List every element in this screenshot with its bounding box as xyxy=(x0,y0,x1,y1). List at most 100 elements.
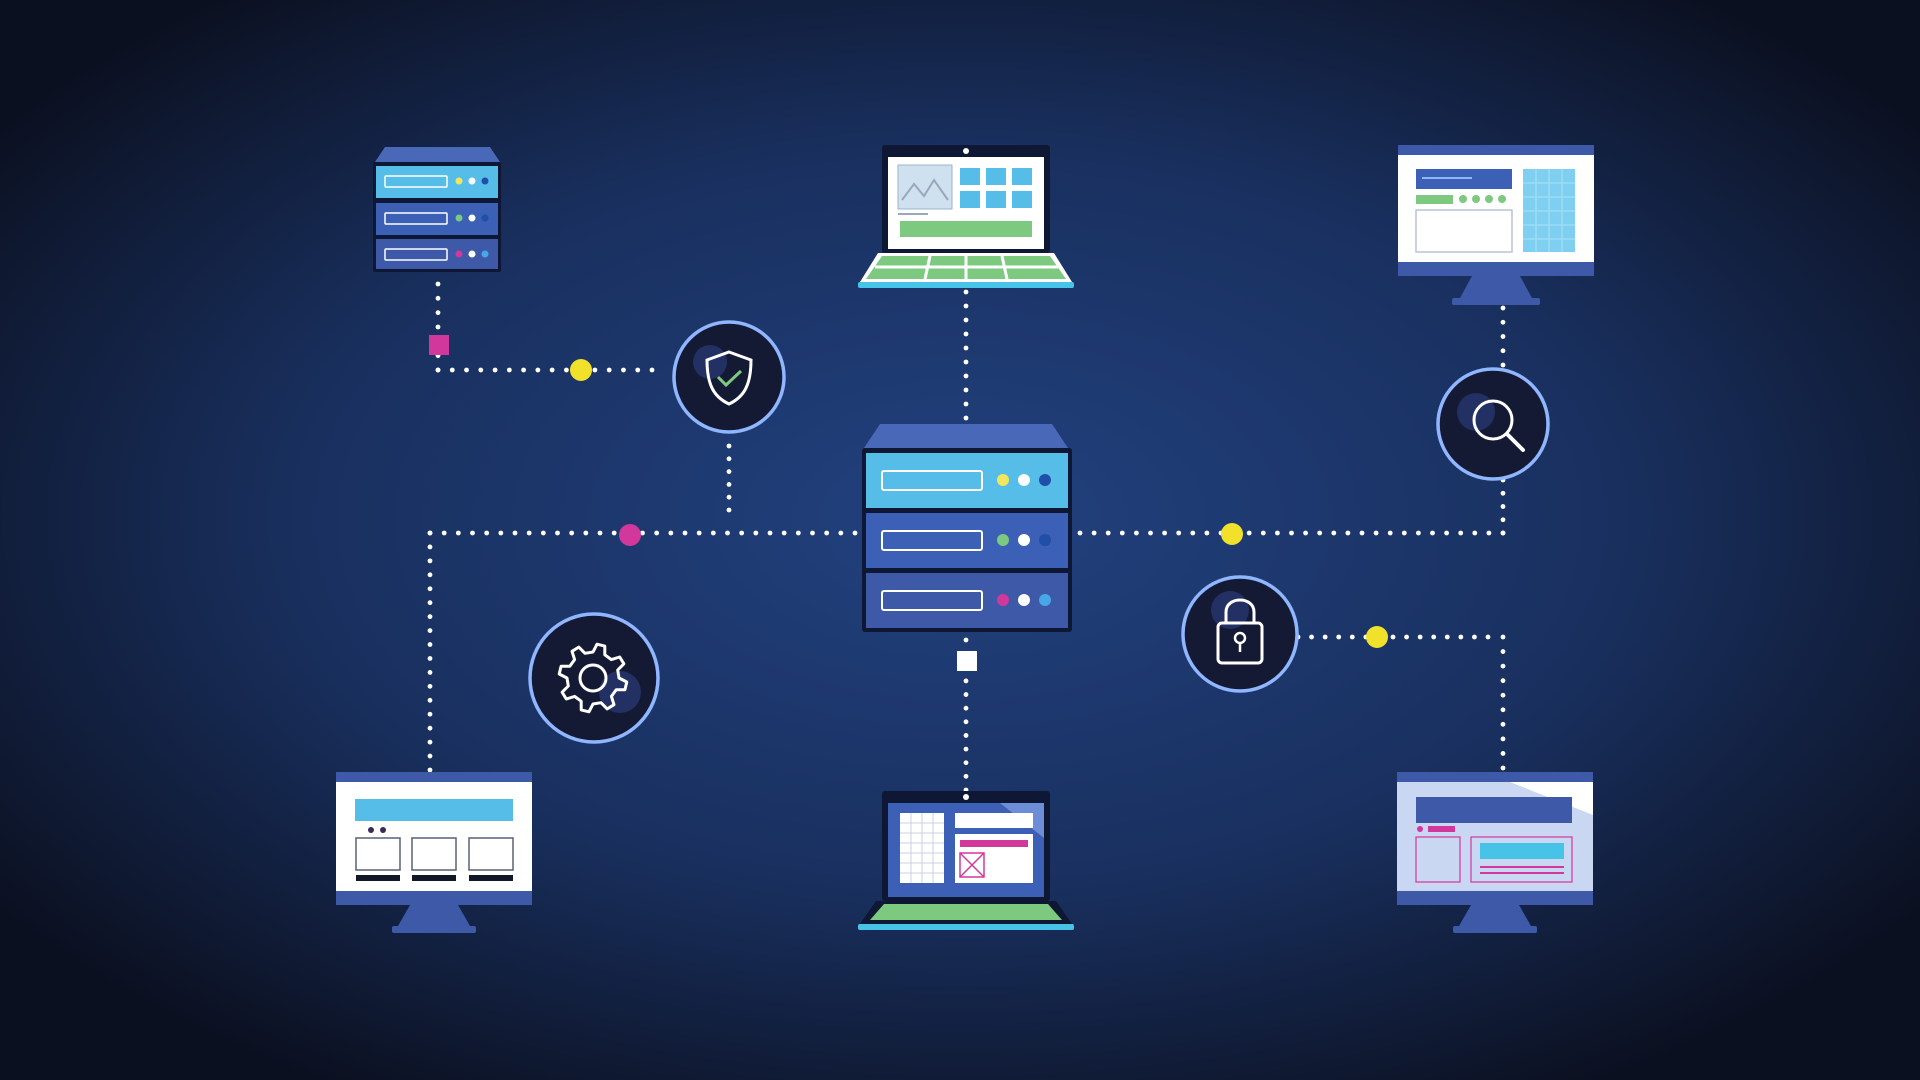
keyboard-line xyxy=(923,255,932,280)
camera-dot xyxy=(963,794,969,800)
led-icon xyxy=(1039,474,1051,486)
connector-dot xyxy=(1500,721,1506,727)
badge-highlight xyxy=(693,345,727,379)
connector-dot xyxy=(710,530,716,536)
connector-dot xyxy=(795,530,801,536)
connector-dot xyxy=(1486,530,1492,536)
server-slot xyxy=(881,470,983,491)
connector-dot xyxy=(427,600,433,606)
connector-dot xyxy=(435,281,441,287)
top-laptop xyxy=(858,145,1074,288)
progress-bar xyxy=(900,221,1032,237)
monitor-stand xyxy=(392,926,476,933)
tile xyxy=(1012,191,1032,208)
connector-dot xyxy=(1331,530,1337,536)
connector-dot xyxy=(427,683,433,689)
connector-dot xyxy=(753,530,759,536)
dot-icon xyxy=(368,827,374,833)
connector-dot xyxy=(506,367,512,373)
connector-dot xyxy=(963,401,969,407)
shield-check-icon xyxy=(705,350,753,406)
connector-dot xyxy=(963,303,969,309)
connector-dot xyxy=(540,530,546,536)
connector-dot xyxy=(427,544,433,550)
connector-dot xyxy=(569,530,575,536)
led-icon xyxy=(481,214,489,222)
connector-dot xyxy=(726,469,732,474)
server-top xyxy=(864,424,1068,448)
connector-dot xyxy=(1416,530,1421,536)
card xyxy=(468,837,514,871)
connector-dot xyxy=(1500,305,1506,311)
badge-circle xyxy=(1436,367,1550,481)
connector-dot xyxy=(963,692,969,697)
connector-dot xyxy=(852,530,858,536)
connector-dot xyxy=(1119,530,1125,536)
magenta-tag xyxy=(1428,826,1455,832)
tile xyxy=(986,168,1006,185)
connector-dot xyxy=(427,739,433,745)
connector-dot xyxy=(1472,634,1477,640)
connector-dot xyxy=(1275,530,1280,536)
connector-dot xyxy=(963,373,969,379)
server-slot xyxy=(881,590,983,611)
shield-check-badge xyxy=(672,320,786,434)
connector-dot xyxy=(1387,530,1393,536)
connector-dot xyxy=(1303,530,1308,536)
badge-circle xyxy=(528,612,660,744)
connector-dot xyxy=(564,367,569,373)
keyboard-line xyxy=(1000,255,1009,280)
led-icon xyxy=(468,214,476,222)
content-box xyxy=(1415,209,1513,253)
connector-dot xyxy=(427,753,433,759)
connector-dot xyxy=(592,367,598,373)
server-row xyxy=(866,573,1068,628)
connector-dot xyxy=(427,711,433,717)
connector-dot xyxy=(1309,634,1314,640)
connector-dot xyxy=(1289,530,1294,536)
text-line xyxy=(1480,866,1564,868)
led-icon xyxy=(468,177,476,185)
keyboard-green xyxy=(870,904,1062,920)
green-tag xyxy=(1416,195,1453,204)
led-icon xyxy=(1018,474,1030,486)
connector-dot xyxy=(441,530,447,536)
connector-dot xyxy=(739,530,745,536)
connector-dot xyxy=(427,642,433,647)
connector-dot xyxy=(1500,504,1506,509)
connector-dot xyxy=(1444,634,1450,640)
connector-dot xyxy=(1345,530,1351,536)
connector-dot xyxy=(1500,530,1506,536)
connector-dot xyxy=(640,530,645,536)
card xyxy=(355,837,401,871)
card-label xyxy=(412,875,456,881)
connector-dot xyxy=(521,367,526,373)
server-top xyxy=(375,147,500,162)
padlock-shackle xyxy=(1224,598,1256,623)
dot-icon xyxy=(1459,195,1467,203)
connector-dot xyxy=(606,367,612,373)
text-line xyxy=(1422,177,1472,179)
led-icon xyxy=(468,250,476,258)
connector-dot xyxy=(963,359,969,365)
text-line xyxy=(1480,872,1564,874)
tile xyxy=(1012,168,1032,185)
led-icon xyxy=(481,177,489,185)
tile xyxy=(960,168,980,185)
connector-dot xyxy=(963,705,969,711)
connector-dot xyxy=(435,310,441,316)
connector-dot xyxy=(1417,634,1423,640)
connector-dot xyxy=(427,586,433,592)
gear-hole xyxy=(578,663,608,693)
connector-dot xyxy=(963,289,969,295)
connector-dot xyxy=(427,628,433,633)
grid-lines xyxy=(900,813,944,883)
card-label xyxy=(469,875,513,881)
connector-dot xyxy=(1500,362,1506,368)
magnifier-handle xyxy=(1505,432,1525,452)
connector-dot xyxy=(726,494,732,500)
header-bar xyxy=(1416,797,1572,823)
connector-dot xyxy=(1431,634,1437,640)
connector-dot xyxy=(1373,530,1379,536)
connector-dot xyxy=(583,530,589,536)
